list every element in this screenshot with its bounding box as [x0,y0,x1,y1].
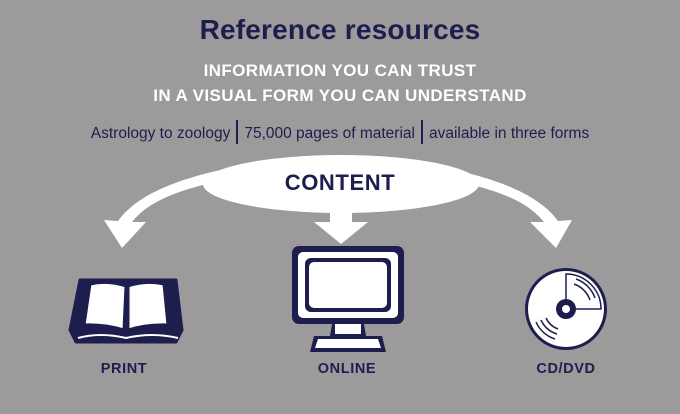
arrow-to-print [104,166,245,248]
facts-row: Astrology to zoology 75,000 pages of mate… [0,120,680,144]
subtitle-line-1: INFORMATION YOU CAN TRUST [203,61,477,80]
content-hub-label: CONTENT [284,170,396,195]
fact-forms: available in three forms [428,125,590,142]
subtitle-line-2: IN A VISUAL FORM YOU CAN UNDERSTAND [153,86,527,105]
disc-icon [525,268,607,350]
fact-divider [420,120,423,144]
open-book-icon [68,278,184,344]
arrow-to-cd [430,166,572,248]
computer-monitor-icon [292,246,404,352]
format-label-cd-dvd: CD/DVD [536,361,596,377]
fact-scope: Astrology to zoology [90,125,231,142]
arrows [104,166,572,248]
content-hub [203,155,479,213]
format-label-print: PRINT [100,361,148,377]
arrow-to-online [314,205,368,244]
page-title: Reference resources [199,14,481,45]
format-label-online: ONLINE [317,361,377,377]
fact-divider [236,120,239,144]
fact-pages: 75,000 pages of material [244,125,415,142]
